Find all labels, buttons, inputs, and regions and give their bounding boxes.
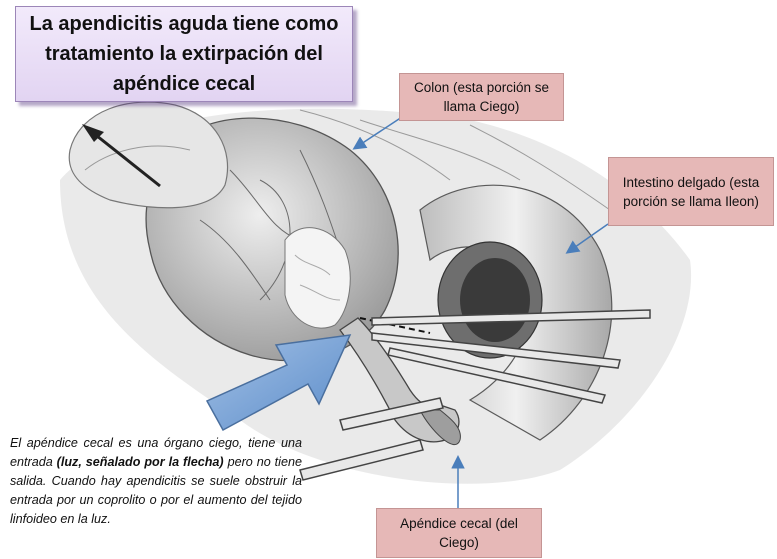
colon-label: Colon (esta porción se llama Ciego)	[399, 73, 564, 121]
surgical-forceps	[299, 309, 651, 481]
direction-arrow	[91, 130, 161, 188]
appendix-tip	[419, 409, 461, 446]
intestino-pointer	[565, 223, 609, 254]
colon-label-text: Colon (esta porción se llama Ciego)	[413, 80, 550, 114]
appendix-label-text: Apéndice cecal (del Ciego)	[400, 516, 518, 550]
colon-pointer	[352, 116, 403, 150]
page-title: La apendicitis aguda tiene como tratamie…	[29, 13, 339, 95]
small-intestine-label-text: Intestino delgado (esta porción se llama…	[622, 174, 760, 209]
description-bold: (luz, señalado por la flecha)	[56, 455, 224, 469]
cecum-vessels	[199, 149, 341, 301]
mesentery-fat	[284, 227, 351, 329]
retracting-finger	[68, 101, 229, 209]
description-text: El apéndice cecal es una órgano ciego, t…	[10, 434, 302, 529]
description-part2: pero no tiene salida. Cuando hay apendic…	[10, 455, 302, 526]
tissue-folds	[299, 109, 611, 211]
lumen-pointer-arrow	[205, 334, 352, 432]
description-part1: El apéndice cecal es una órgano ciego, t…	[10, 436, 302, 469]
title-box: La apendicitis aguda tiene como tratamie…	[15, 6, 353, 102]
appendix-label: Apéndice cecal (del Ciego)	[376, 508, 542, 558]
small-intestine-label: Intestino delgado (esta porción se llama…	[608, 157, 774, 226]
